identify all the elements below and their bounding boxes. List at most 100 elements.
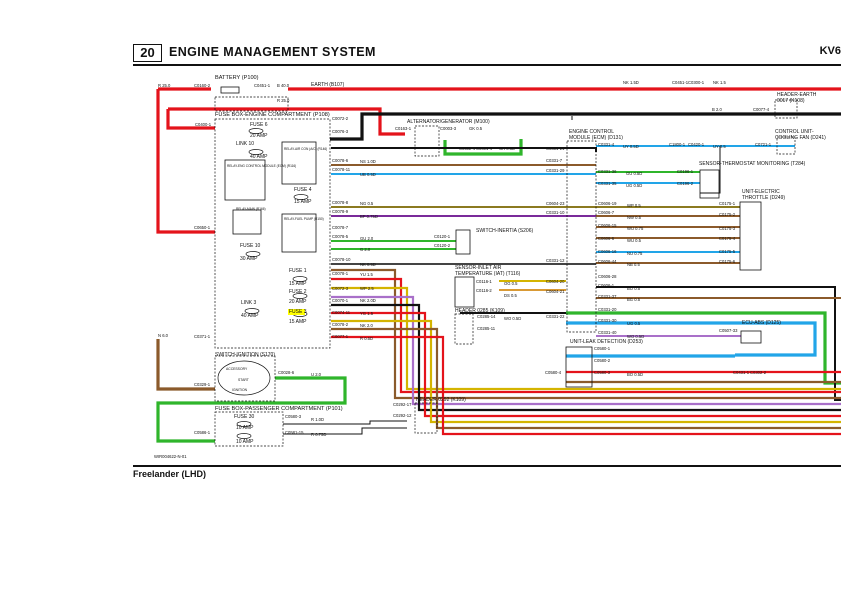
conn: C0077-1: [332, 334, 349, 339]
conn: C0078-11: [332, 167, 351, 172]
relay-main-box: [232, 209, 262, 235]
wire: GU 2.0: [360, 236, 374, 241]
wire: BO 0.5: [627, 286, 641, 291]
conn: C0300-1: [688, 80, 705, 85]
fuse10-rating: 30 AMP: [240, 256, 258, 262]
wire: C0601-4: [476, 146, 493, 151]
conn: C0175-4: [719, 236, 736, 241]
conn: C0196-2: [677, 181, 694, 186]
fuse30-label: FUSE 30: [234, 414, 255, 420]
ignition-switch-box: [214, 355, 276, 402]
battery-label: BATTERY (P100): [215, 75, 259, 81]
relay-fuel-pump-box: [281, 213, 317, 253]
conn: C0604-21: [546, 289, 565, 294]
wire: WU 0.5: [627, 238, 642, 243]
conn: C0116-1: [476, 279, 492, 284]
ecu-abs-label: ECU-ABS (D125): [742, 320, 781, 326]
conn: C0163-1: [395, 126, 412, 131]
page-header: 20 ENGINE MANAGEMENT SYSTEM KV6: [133, 44, 841, 62]
wire: NB 0.5: [627, 262, 640, 267]
conn: C1800-1: [669, 142, 686, 147]
ignition-label: SWITCH-IGNITION (S170): [215, 352, 275, 358]
conn: C0160-2: [194, 83, 211, 88]
conn: GU 0.5D: [626, 171, 642, 176]
link3-label: LINK 3: [241, 300, 257, 306]
inertia-label: SWITCH-INERTIA (S206): [476, 228, 533, 234]
wire: NK 2.0D: [360, 298, 376, 303]
link3-rating: 40 AMP: [241, 313, 259, 319]
conn: C0078-5: [332, 234, 349, 239]
conn: C0329-1: [194, 382, 211, 387]
conn: C0070-1: [332, 298, 349, 303]
page-code: KV6: [819, 45, 841, 57]
conn: UY 0.5: [713, 144, 726, 149]
battery-symbol: [220, 86, 240, 94]
header-earth-box: [774, 99, 798, 119]
conn: C0606-7: [598, 210, 615, 215]
conn: C0078-9: [332, 209, 349, 214]
conn: C0196-1: [677, 169, 694, 174]
wire: R 1.0D: [311, 417, 324, 422]
iat-sensor-box: [454, 276, 475, 308]
conn: C0420-1: [688, 142, 705, 147]
wire: U 2.0: [311, 372, 322, 377]
conn: C0331-29: [546, 168, 565, 173]
fuse1-rating: 15 AMP: [289, 281, 307, 287]
thermostat-sensor-box: [699, 169, 720, 199]
conn: C0175-5: [719, 249, 736, 254]
wire: OG 0.5: [504, 281, 518, 286]
conn: C0604-23: [546, 201, 565, 206]
leak-detection-box: [565, 346, 593, 388]
wire: NK 0.5D: [360, 262, 376, 267]
conn: C0580-1: [594, 346, 611, 351]
fuse4-rating: 15 AMP: [294, 199, 312, 205]
conn: C0371-1: [194, 334, 211, 339]
wire: WP 2.5: [360, 286, 374, 291]
conn: C0076-3: [332, 129, 349, 134]
conn: C0606-15: [598, 223, 617, 228]
conn: C0400-1: [195, 122, 212, 127]
link10-rating: 40 AMP: [250, 154, 268, 160]
ign-run-label: IGNITION: [232, 388, 248, 392]
fuse30-rating: 10 AMP: [236, 425, 254, 431]
conn: NK 1.5: [713, 80, 726, 85]
fusebox-engine-box: [214, 118, 331, 349]
fuse6-rating: 20 AMP: [250, 133, 268, 139]
fuse3-rating: 15 AMP: [289, 319, 307, 325]
conn: R 25.0: [158, 83, 171, 88]
conn: C0302-2: [750, 370, 767, 375]
fuse2-rating: 20 AMP: [289, 299, 307, 305]
conn: C0072-2: [332, 116, 349, 121]
conn: C0331-21: [546, 146, 565, 151]
wire: WU 0.75: [627, 226, 644, 231]
conn: N 6.0: [158, 333, 169, 338]
thermostat-label: SENSOR-THERMOSTAT MONITORING (T284): [699, 161, 806, 167]
wire: YG 1.5: [360, 311, 374, 316]
header-earth-label: 0017 (K108): [777, 98, 805, 104]
conn: B 40.0: [277, 83, 290, 88]
header-0285-label: HEADER 0285 (K109): [455, 308, 505, 314]
diagram-reference: WIR004622-N-01: [154, 454, 187, 459]
conn: C0175-2: [719, 212, 736, 217]
wire-r10: [283, 420, 407, 425]
conn: C0331-36: [598, 169, 617, 174]
conn: C0074-11: [332, 310, 351, 315]
wire: WO 0.5D: [504, 316, 521, 321]
fuse6-label: FUSE 6: [250, 122, 268, 128]
conn: C0331-35: [598, 181, 617, 186]
conn: C0331-20: [598, 307, 617, 312]
link10-label: LINK 10: [236, 141, 254, 147]
conn: C0606-1: [598, 283, 615, 288]
harness-bundle: [331, 146, 841, 436]
ignition-switch-symbol: [217, 360, 271, 396]
wire: BG 0.5: [627, 297, 641, 302]
conn: C0580-4: [545, 370, 562, 375]
conn: C0175-1: [719, 201, 736, 206]
conn: C0120-1: [434, 234, 451, 239]
conn: UY 0.5D: [623, 144, 639, 149]
conn: C0604-20: [546, 279, 565, 284]
leak-label: UNIT-LEAK DETECTION (D253): [570, 339, 643, 345]
conn: C0285-11: [477, 326, 496, 331]
battery-box: [214, 96, 289, 112]
header-0292-label: HEADER 0292 (K109): [416, 397, 466, 403]
